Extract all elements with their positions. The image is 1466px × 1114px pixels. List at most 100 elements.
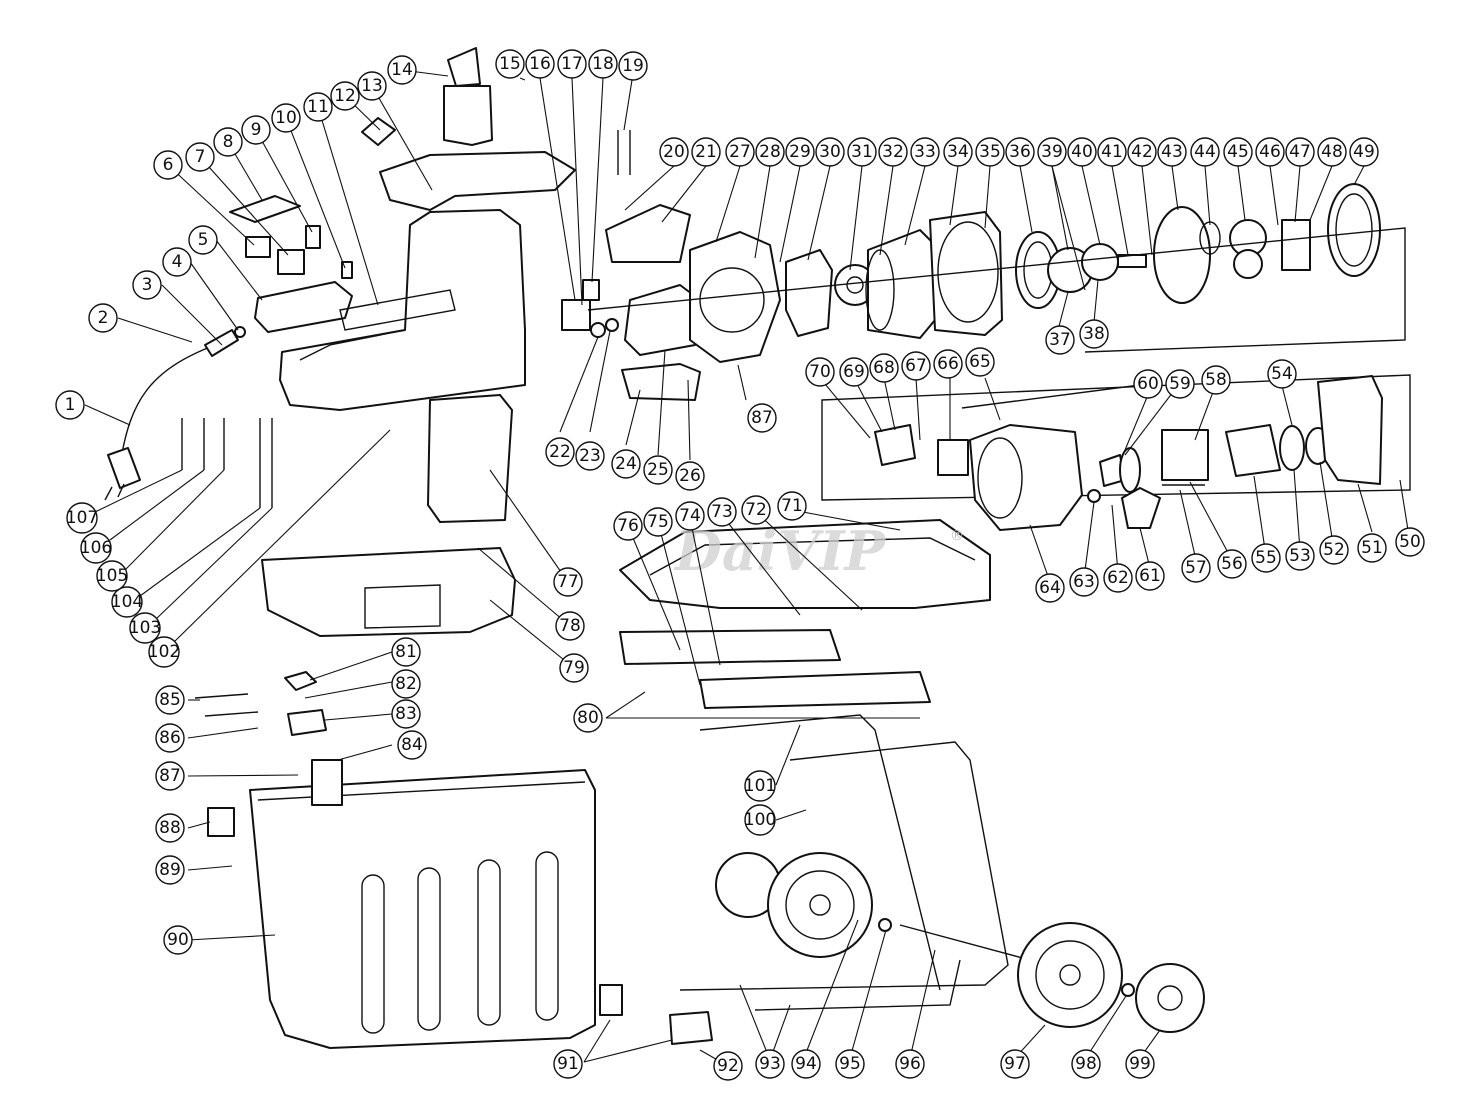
callout-circle (271, 103, 301, 133)
callout-68: 68 (869, 353, 899, 383)
callout-75: 75 (643, 507, 673, 537)
callout-circle (391, 699, 421, 729)
callout-circle (805, 357, 835, 387)
callout-number: 64 (1039, 578, 1061, 598)
callout-number: 32 (882, 142, 904, 162)
callout-circle (553, 1049, 583, 1079)
callout-4: 4 (162, 247, 192, 277)
callout-87: 87 (747, 403, 777, 433)
callout-circle (1103, 563, 1133, 593)
callout-number: 4 (172, 252, 183, 272)
callout-circle (66, 502, 98, 534)
frame-tube-c (754, 959, 961, 1011)
callout-circle (1069, 567, 1099, 597)
callout-circle (869, 353, 899, 383)
rail-76 (619, 629, 841, 665)
callout-77: 77 (553, 567, 583, 597)
callout-circle (163, 925, 193, 955)
callout-circle (111, 586, 143, 618)
gear-40 (1081, 243, 1119, 281)
callout-97: 97 (1000, 1049, 1030, 1079)
callout-62: 62 (1103, 563, 1133, 593)
callout-34: 34 (943, 137, 973, 167)
latch-81 (284, 671, 317, 691)
callout-circle (835, 1049, 865, 1079)
callout-number: 49 (1353, 142, 1375, 162)
wheel-right (1017, 922, 1123, 1028)
callout-number: 29 (789, 142, 811, 162)
callout-96: 96 (895, 1049, 925, 1079)
motor-end-housing (929, 211, 1003, 336)
callout-circle (878, 137, 908, 167)
callout-circle (675, 501, 705, 531)
label-plate-8 (229, 195, 301, 223)
pusher-handle (447, 47, 481, 87)
collection-bin (249, 769, 596, 1049)
callout-number: 66 (937, 354, 959, 374)
callout-67: 67 (901, 351, 931, 381)
callout-number: 94 (795, 1054, 817, 1074)
callout-circle (555, 611, 585, 641)
cutter-55 (1225, 424, 1281, 477)
callout-number: 44 (1194, 142, 1216, 162)
part-drawings (104, 47, 1411, 1049)
callout-46: 46 (1255, 137, 1285, 167)
callout-circle (707, 497, 737, 527)
callout-69: 69 (839, 357, 869, 387)
callout-number: 46 (1259, 142, 1281, 162)
callout-91: 91 (553, 1049, 583, 1079)
callout-circle (1357, 533, 1387, 563)
gear-carrier (1153, 206, 1211, 304)
callout-number: 65 (969, 352, 991, 372)
callout-88: 88 (155, 813, 185, 843)
callout-number: 17 (561, 54, 583, 74)
callout-number: 97 (1004, 1054, 1026, 1074)
callout-circle (1035, 573, 1065, 603)
callout-103: 103 (129, 612, 161, 644)
callout-number: 14 (391, 60, 413, 80)
callout-27: 27 (725, 137, 755, 167)
wheel-left (767, 852, 873, 958)
callout-71: 71 (777, 491, 807, 521)
label-12 (361, 117, 396, 146)
callout-number: 60 (1137, 374, 1159, 394)
callout-circle (1217, 549, 1247, 579)
callout-1: 1 (55, 390, 85, 420)
callout-number: 72 (745, 500, 767, 520)
callout-30: 30 (815, 137, 845, 167)
switch-7 (277, 249, 305, 275)
callout-circle (303, 92, 333, 122)
callout-circle (1267, 359, 1297, 389)
callout-number: 31 (851, 142, 873, 162)
callout-57: 57 (1181, 553, 1211, 583)
foot-91b (669, 1011, 713, 1045)
callout-56: 56 (1217, 549, 1247, 579)
callout-24: 24 (611, 449, 641, 479)
base-tray (261, 547, 516, 637)
callout-circle (643, 455, 673, 485)
housing-detail (299, 289, 456, 361)
callout-45: 45 (1223, 137, 1253, 167)
fan-housing (689, 231, 781, 363)
callout-number: 38 (1083, 324, 1105, 344)
callout-number: 28 (759, 142, 781, 162)
motor (867, 229, 936, 339)
callout-circle (1223, 137, 1253, 167)
callout-90: 90 (163, 925, 193, 955)
callout-circle (675, 461, 705, 491)
callout-circle (643, 507, 673, 537)
frame-tube-b (679, 741, 1009, 991)
capacitor-9 (305, 225, 321, 249)
switch-6 (245, 236, 271, 258)
callout-17: 17 (557, 49, 587, 79)
callout-circle (155, 813, 185, 843)
knob-61 (1121, 487, 1161, 529)
callout-circle (1319, 535, 1349, 565)
callout-93: 93 (755, 1049, 785, 1079)
rail-75 (699, 671, 931, 709)
callout-number: 9 (251, 120, 262, 140)
callout-95: 95 (835, 1049, 865, 1079)
bracket-48 (1281, 219, 1311, 271)
callout-94: 94 (791, 1049, 821, 1079)
callout-number: 88 (159, 818, 181, 838)
